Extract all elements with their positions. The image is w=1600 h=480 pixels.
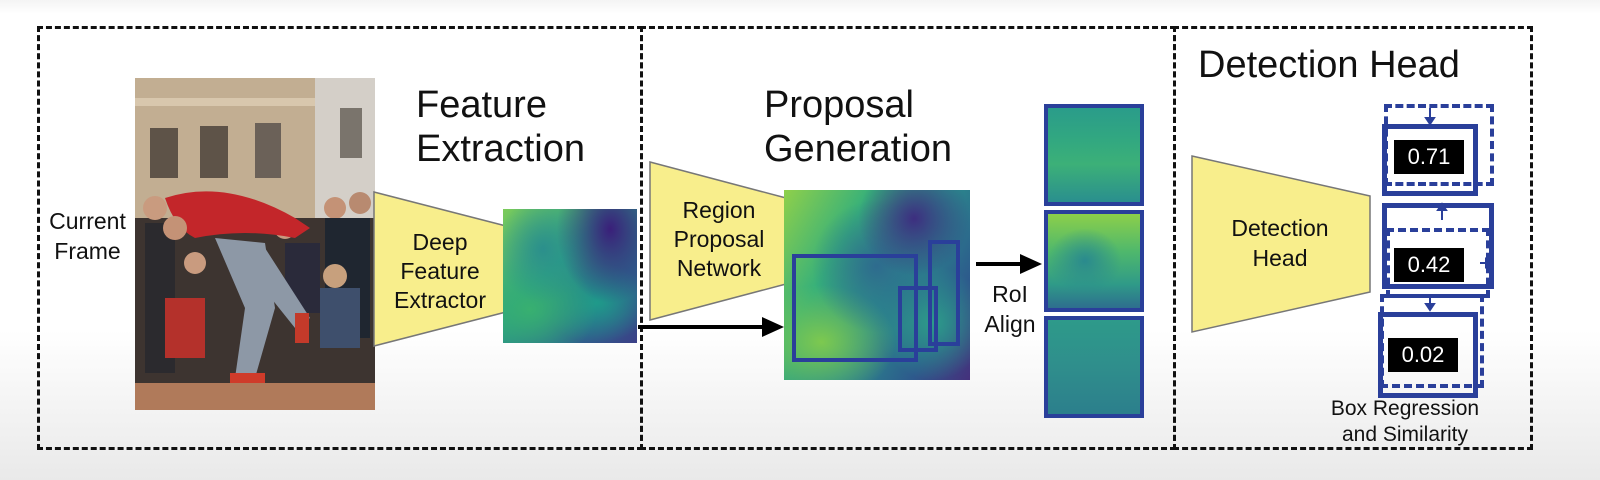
score-badge: 0.42 bbox=[1394, 248, 1464, 282]
box-regression-label: Box Regression and Similarity bbox=[1330, 397, 1480, 447]
proposal-box bbox=[898, 286, 938, 352]
current-frame-label: Current Frame bbox=[49, 208, 126, 265]
deep-feature-extractor-label: Deep Feature Extractor bbox=[393, 229, 487, 314]
roi-feature-patch bbox=[1044, 104, 1144, 206]
detection-head-funnel bbox=[1191, 155, 1371, 333]
roi-feature-patch bbox=[1044, 210, 1144, 312]
detection-box bbox=[1382, 124, 1478, 196]
current-frame-image bbox=[135, 78, 375, 410]
proposal-box bbox=[792, 254, 918, 362]
regression-arrows bbox=[1424, 108, 1494, 312]
region-proposal-network-label: Region Proposal Network bbox=[673, 197, 765, 282]
feature-map bbox=[503, 209, 637, 343]
score-badge: 0.71 bbox=[1394, 140, 1464, 174]
arrow-feature-to-proposal bbox=[638, 317, 784, 337]
score-badge: 0.02 bbox=[1388, 338, 1458, 372]
detection-box bbox=[1378, 312, 1478, 398]
proposal-generation-title: Proposal Generation bbox=[764, 84, 953, 170]
roi-align-label: RoI Align bbox=[984, 281, 1036, 338]
feature-extraction-title: Feature Extraction bbox=[416, 84, 585, 170]
detection-head-label: Detection Head bbox=[1231, 215, 1329, 272]
detection-head-title: Detection Head bbox=[1198, 44, 1460, 86]
detection-head-section bbox=[1173, 26, 1533, 450]
roi-feature-patch bbox=[1044, 316, 1144, 418]
proposal-box bbox=[928, 240, 960, 346]
proposal-feature-map bbox=[784, 190, 970, 380]
arrow-to-roi-align bbox=[976, 254, 1042, 274]
detection-box bbox=[1382, 203, 1494, 289]
